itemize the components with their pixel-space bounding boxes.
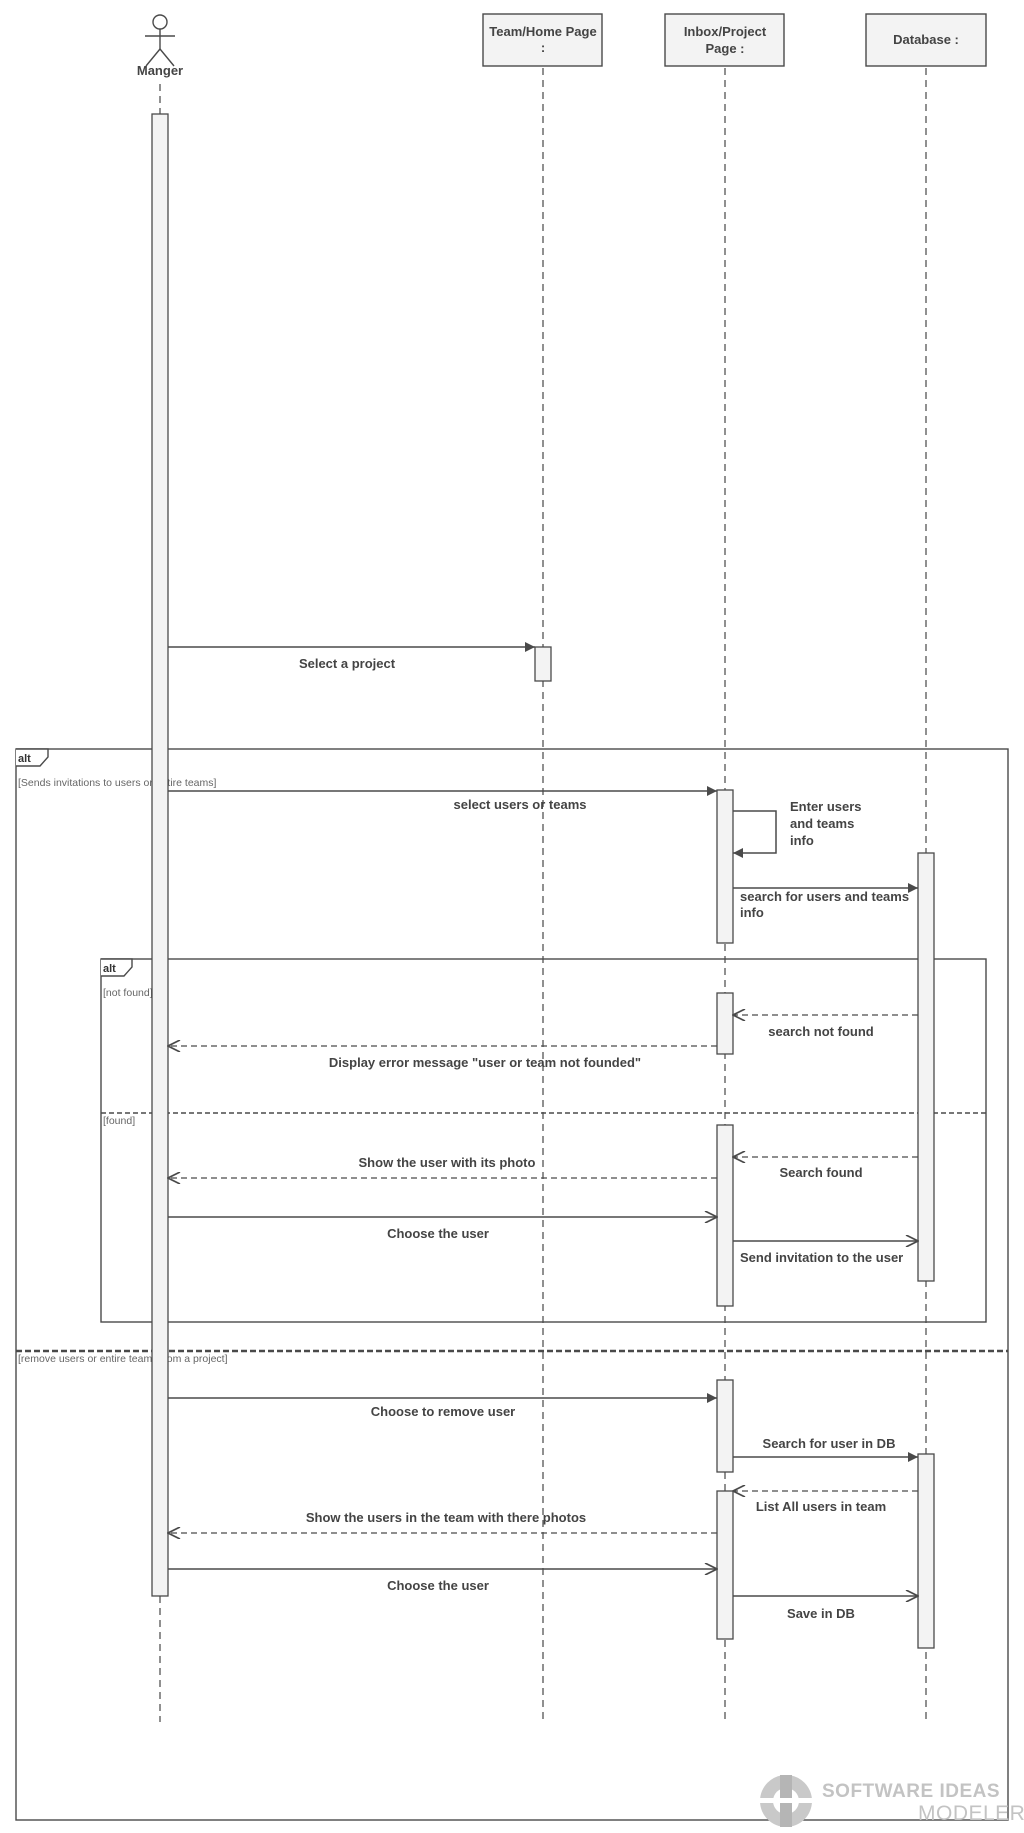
msg-search-not-found-label: search not found [768,1024,874,1039]
msg-search-info-label-2: info [740,905,764,920]
activation-inbox-2 [716,992,734,1055]
participant-inbox-label-1: Inbox/Project [684,24,767,39]
msg-list-all-label: List All users in team [756,1499,886,1514]
activation-inbox-4 [716,1379,734,1473]
activation-team-home [534,646,552,682]
msg-display-error-label: Display error message "user or team not … [329,1055,641,1070]
msg-enter-info-label-2: and teams [790,816,854,831]
outer-alt-operator: alt [18,753,31,765]
msg-choose-user-2-label: Choose the user [387,1578,489,1593]
inner-alt-operator: alt [103,963,116,975]
participant-team-home-page: Team/Home Page : [482,13,603,67]
participant-inbox-project-page: Inbox/Project Page : [664,13,785,67]
activation-inbox-3 [716,1124,734,1307]
outer-alt-guard-1: [Sends invitations to users or entire te… [18,777,217,789]
msg-enter-info-self-arrow [733,810,777,858]
inner-alt-guard-2: [found] [103,1115,135,1127]
msg-choose-remove-label: Choose to remove user [371,1404,516,1419]
msg-enter-info-label-3: info [790,833,814,848]
inner-alt-guard-1: [not found] [103,987,153,999]
activation-database-2 [917,1453,935,1649]
msg-enter-info-label-1: Enter users [790,799,862,814]
msg-choose-user-1-label: Choose the user [387,1226,489,1241]
participant-database: Database : [865,13,987,67]
msg-search-db-label: Search for user in DB [763,1436,896,1451]
actor-manager-label: Manger [137,63,183,78]
actor-head-icon [152,14,168,30]
participant-team-home-label-2: : [541,40,545,55]
actor-manager: Manger [137,14,183,78]
msg-search-info-label-1: search for users and teams [740,889,909,904]
msg-show-users-team-label: Show the users in the team with there ph… [306,1510,586,1525]
msg-search-found-label: Search found [779,1165,862,1180]
msg-send-invitation-label: Send invitation to the user [740,1250,903,1265]
outer-alt-guard-2: [remove users or entire teams from a pro… [18,1353,228,1365]
msg-save-db-label: Save in DB [787,1606,855,1621]
msg-show-user-photo-label: Show the user with its photo [359,1155,536,1170]
watermark-line-2: MODELER [918,1802,1024,1825]
watermark: SOFTWARE IDEAS MODELER [760,1775,1024,1827]
activation-manager [151,113,169,1597]
participant-inbox-label-2: Page : [705,41,744,56]
participant-team-home-label-1: Team/Home Page [489,24,596,39]
msg-select-users-label: select users or teams [454,797,587,812]
activation-inbox-1 [716,789,734,944]
msg-select-project-label: Select a project [299,656,396,671]
activation-inbox-5 [716,1490,734,1640]
activation-database-1 [917,852,935,1282]
inner-alt-fragment: alt [not found] [found] [100,958,987,1323]
watermark-line-1: SOFTWARE IDEAS [822,1781,1000,1802]
participant-database-label: Database : [893,32,959,47]
software-ideas-logo-icon [760,1775,812,1827]
